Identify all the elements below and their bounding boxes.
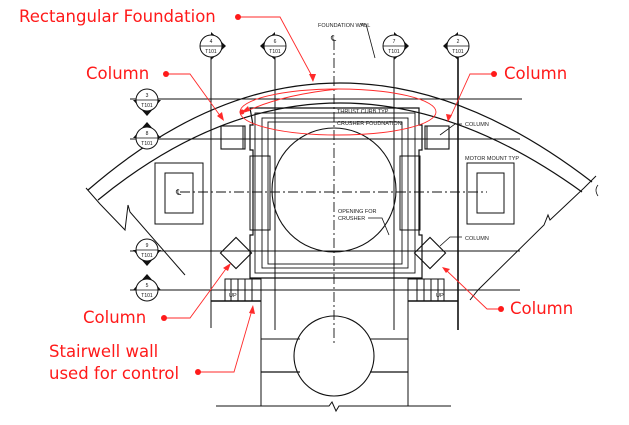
callout-stairwell: Stairwell wall used for control bbox=[49, 341, 179, 385]
callout-column-top-left: Column bbox=[86, 63, 149, 85]
left-break-line bbox=[85, 187, 186, 276]
thrust-curb-outer bbox=[254, 112, 416, 274]
stair-up-right: UP bbox=[436, 293, 444, 299]
grid-marker-sheet: T101 bbox=[141, 103, 153, 109]
grid-marker-sheet: T101 bbox=[388, 49, 400, 55]
centerline-top-symbol: ℄ bbox=[330, 34, 337, 43]
callout-rectangular-foundation-text: Rectangular Foundation bbox=[19, 7, 216, 26]
arrowhead bbox=[217, 112, 224, 121]
column-ur-leader bbox=[439, 123, 462, 136]
callout-stairwell-line2: used for control bbox=[49, 364, 180, 383]
motor-mount-label: MOTOR MOUNT TYP bbox=[465, 156, 519, 162]
grid-marker-number: 3 bbox=[146, 93, 149, 99]
arrowhead bbox=[223, 263, 231, 271]
leader-rect-foundation bbox=[238, 16, 314, 79]
opening-label-1: OPENING FOR bbox=[338, 209, 377, 215]
callout-column-top-right: Column bbox=[504, 63, 567, 85]
foundation-wall-label: FOUNDATION WALL bbox=[318, 23, 370, 29]
motor-mount-left-outer bbox=[154, 162, 204, 225]
column-lower-left bbox=[219, 236, 253, 270]
callout-stairwell-line1: Stairwell wall bbox=[49, 342, 159, 361]
right-edge-tick bbox=[595, 184, 599, 197]
callout-column-top-left-text: Column bbox=[86, 64, 150, 83]
right-break-line bbox=[469, 175, 597, 301]
thrust-curb-inner bbox=[261, 117, 409, 269]
thrust-curb-label: THRUST CURB TYP bbox=[337, 109, 389, 115]
column-ur-label: COLUMN bbox=[465, 122, 489, 128]
callout-column-bottom-right-text: Column bbox=[510, 299, 574, 318]
callout-leaders bbox=[164, 16, 501, 373]
motor-mount-left-inner bbox=[164, 172, 194, 214]
right-side-block bbox=[399, 155, 421, 231]
leader-column-tr bbox=[449, 73, 493, 119]
grid-marker-number: 8 bbox=[146, 131, 149, 137]
leader-stairwell bbox=[198, 309, 253, 373]
leader-rect-foundation-2 bbox=[244, 88, 339, 113]
lower-break-line bbox=[216, 401, 451, 413]
motor-mount-right-outer bbox=[466, 162, 515, 225]
arrowhead bbox=[442, 267, 450, 273]
callout-column-bottom-left-text: Column bbox=[83, 308, 147, 327]
grid-marker-number: 9 bbox=[146, 243, 149, 249]
crusher-opening-circle bbox=[271, 127, 397, 253]
opening-leader bbox=[368, 217, 390, 236]
lower-opening-circle bbox=[293, 315, 375, 397]
callout-column-top-right-text: Column bbox=[504, 64, 568, 83]
arrowhead bbox=[446, 114, 452, 122]
column-lr-label: COLUMN bbox=[465, 236, 489, 242]
grid-marker-number: 7 bbox=[393, 39, 396, 45]
callout-rectangular-foundation: Rectangular Foundation bbox=[19, 6, 216, 28]
leader-dot bbox=[239, 109, 245, 115]
motor-mount-right-inner bbox=[476, 172, 505, 214]
grid-marker-sheet: T101 bbox=[452, 49, 464, 55]
column-upper-right bbox=[424, 125, 450, 150]
leader-column-bl bbox=[164, 265, 229, 319]
column-lower-right bbox=[413, 236, 447, 270]
opening-label-2: CRUSHER bbox=[338, 216, 365, 222]
column-upper-left bbox=[220, 125, 246, 150]
stairwell-right bbox=[407, 278, 458, 302]
grid-marker-number: 2 bbox=[457, 39, 460, 45]
stairwell-left bbox=[211, 278, 262, 302]
crusher-foundation-inner bbox=[267, 121, 403, 265]
foundation-wall-leader bbox=[360, 23, 376, 59]
grid-marker-sheet: T101 bbox=[141, 253, 153, 259]
grid-marker-sheet: T101 bbox=[269, 49, 281, 55]
grid-marker-sheet: T101 bbox=[205, 49, 217, 55]
grid-marker-sheet: T101 bbox=[141, 293, 153, 299]
leader-column-tl bbox=[166, 73, 222, 118]
crusher-foundation-outline bbox=[249, 107, 423, 279]
grid-marker-number: 4 bbox=[210, 39, 213, 45]
arrowhead bbox=[249, 305, 255, 314]
left-side-block bbox=[249, 155, 271, 231]
grid-marker-sheet: T101 bbox=[141, 141, 153, 147]
column-lr-leader bbox=[439, 236, 462, 247]
callout-column-bottom-right: Column bbox=[510, 298, 573, 320]
grid-marker-number: 5 bbox=[146, 283, 149, 289]
leader-column-br bbox=[445, 269, 501, 310]
crusher-foundation-label: CRUSHER FOUDNATION bbox=[337, 121, 402, 127]
foundation-wall-inner-arc bbox=[97, 102, 583, 201]
arrowhead bbox=[309, 74, 316, 82]
grid-marker-number: 6 bbox=[274, 39, 277, 45]
centerline-left-symbol: ℄ bbox=[175, 188, 182, 197]
callout-column-bottom-left: Column bbox=[83, 307, 146, 329]
stair-up-left: UP bbox=[229, 293, 237, 299]
